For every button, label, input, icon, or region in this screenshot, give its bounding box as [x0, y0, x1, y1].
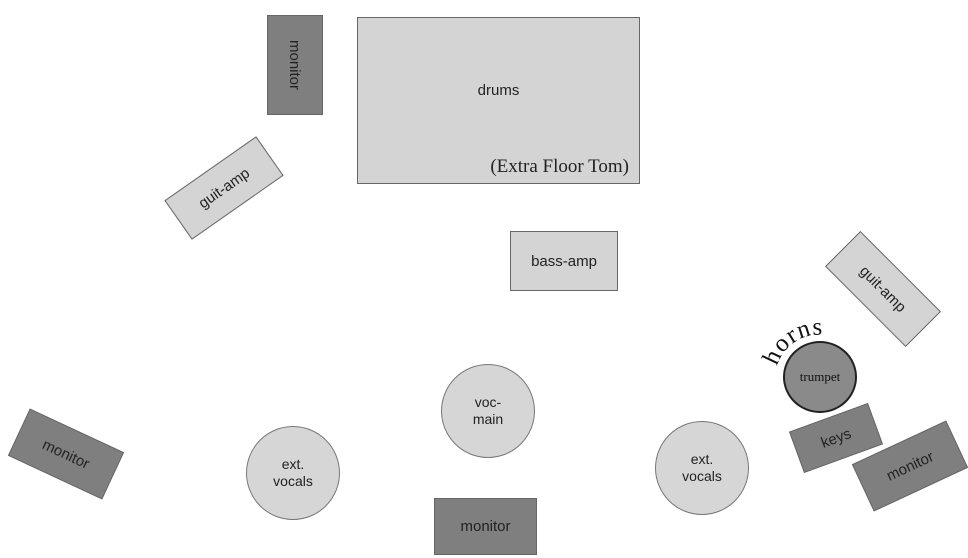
voc-main-label: voc- main	[472, 393, 504, 428]
voc-main: voc- main	[441, 364, 535, 458]
ext-vocals-left-label: ext. vocals	[273, 455, 313, 490]
monitor-left-label: monitor	[39, 435, 93, 473]
ext-vocals-right-label: ext. vocals	[682, 450, 722, 485]
monitor-bottom: monitor	[434, 498, 537, 555]
drums-note: (Extra Floor Tom)	[490, 156, 629, 177]
bass-amp-label: bass-amp	[531, 252, 597, 270]
bass-amp: bass-amp	[510, 231, 618, 291]
keys-label: keys	[818, 424, 854, 452]
drums: drums (Extra Floor Tom)	[357, 17, 640, 184]
ext-vocals-left: ext. vocals	[246, 426, 340, 520]
ext-vocals-right: ext. vocals	[655, 421, 749, 515]
monitor-left: monitor	[7, 408, 125, 500]
monitor-top-label: monitor	[286, 39, 304, 91]
guit-amp-left-label: guit-amp	[195, 164, 253, 212]
drums-label: drums	[477, 82, 520, 99]
monitor-right-label: monitor	[883, 447, 937, 485]
trumpet: trumpet	[783, 341, 857, 413]
guit-amp-left: guit-amp	[164, 136, 284, 240]
trumpet-label: trumpet	[799, 368, 841, 384]
guit-amp-right-label: guit-amp	[856, 262, 910, 316]
monitor-top: monitor	[267, 15, 323, 115]
monitor-bottom-label: monitor	[460, 518, 511, 535]
